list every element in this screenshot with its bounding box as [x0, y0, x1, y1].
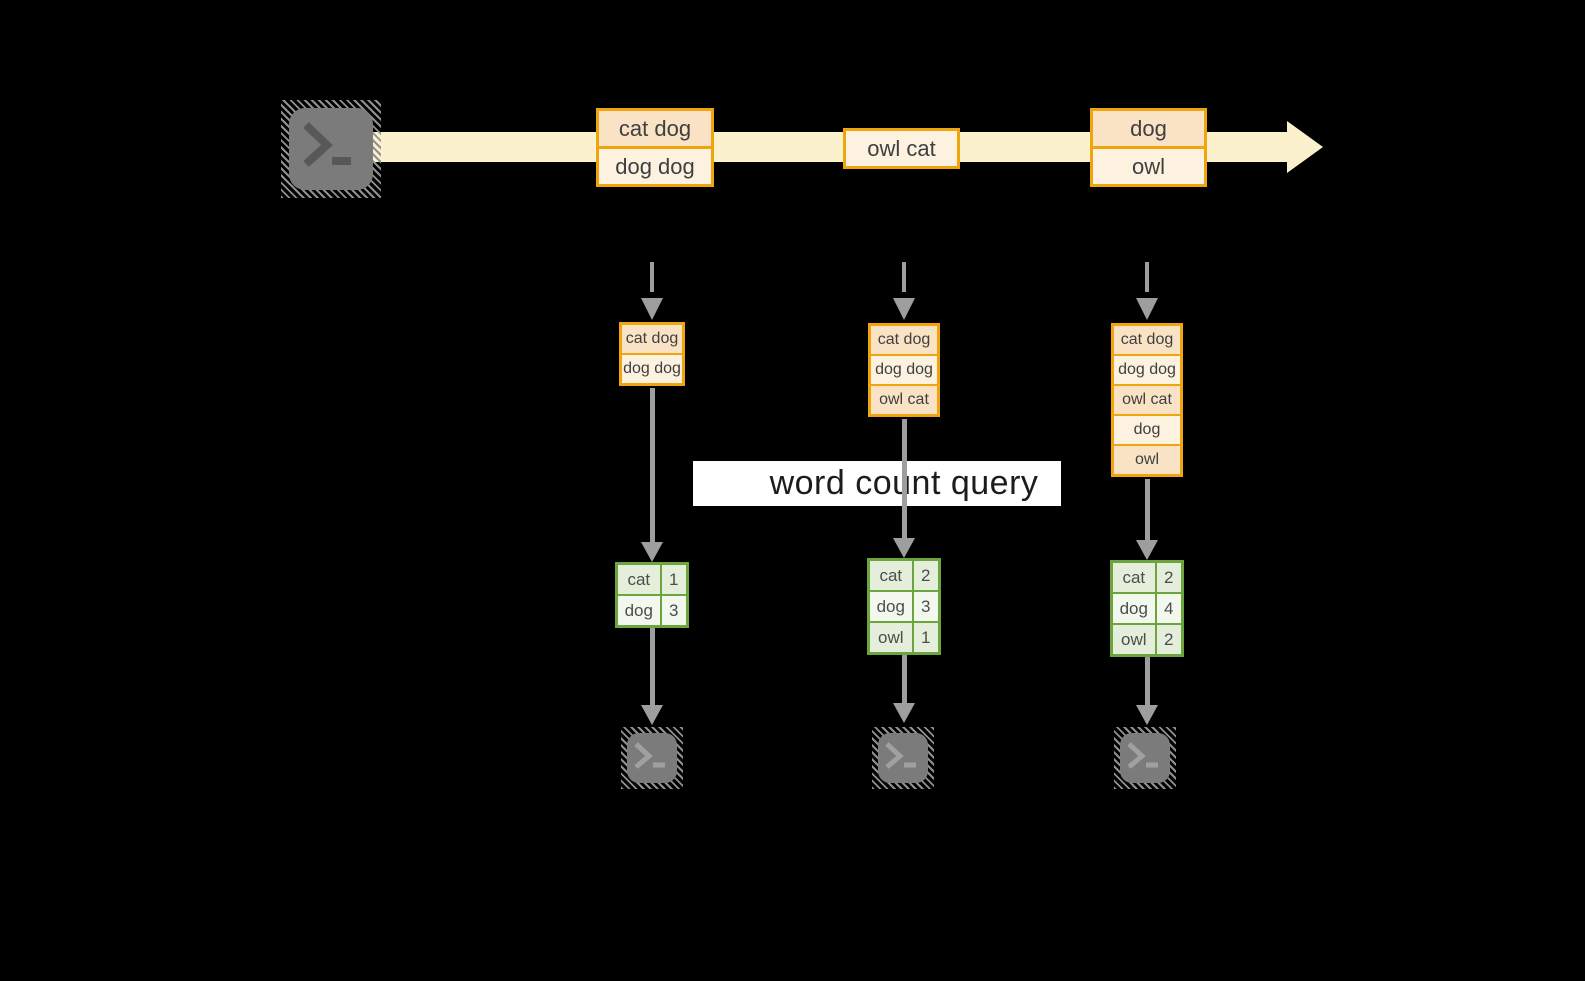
dashed-arrow-3	[1145, 262, 1149, 292]
wordcount-table-1: cat 1 dog 3	[615, 562, 689, 628]
terminal-prompt-glyph	[885, 742, 916, 769]
output-arrowhead-1-icon	[641, 705, 663, 725]
count-cell: 3	[913, 592, 938, 621]
state-record: cat dog	[1114, 326, 1180, 354]
count-cell: 2	[1156, 625, 1181, 654]
word-cell: dog	[618, 596, 662, 625]
table-row: dog 3	[870, 590, 938, 621]
table-row: cat 1	[618, 565, 686, 594]
state-record: dog dog	[871, 354, 937, 384]
stream-event-box-1: cat dog dog dog	[596, 108, 714, 187]
stream-event-box-2: owl cat	[843, 128, 960, 169]
output-arrowhead-3-icon	[1136, 705, 1158, 725]
flow-arrow-1	[650, 388, 655, 542]
count-cell: 4	[1156, 594, 1181, 623]
table-row: dog 4	[1113, 592, 1181, 623]
terminal-screen	[627, 733, 677, 783]
table-row: cat 2	[870, 561, 938, 590]
word-cell: owl	[1113, 625, 1157, 654]
flow-arrowhead-2-icon	[893, 538, 915, 558]
event-record: owl cat	[846, 131, 957, 166]
terminal-prompt-glyph	[303, 122, 351, 167]
dashed-arrowhead-1-icon	[641, 298, 663, 320]
stream-timeline-arrowhead-icon	[1287, 121, 1323, 173]
count-cell: 3	[661, 596, 686, 625]
word-cell: cat	[618, 565, 662, 594]
event-record: dog	[1093, 111, 1204, 146]
consumer-terminal-icon-3	[1114, 727, 1176, 789]
state-record: owl	[1114, 444, 1180, 474]
state-record: cat dog	[871, 326, 937, 354]
word-cell: dog	[870, 592, 914, 621]
flow-arrow-2	[902, 419, 907, 538]
output-arrow-2	[902, 655, 907, 703]
event-record: cat dog	[599, 111, 711, 146]
state-record: cat dog	[622, 325, 682, 353]
dashed-arrow-1	[650, 262, 654, 292]
word-cell: owl	[870, 623, 914, 652]
consumer-terminal-icon-2	[872, 727, 934, 789]
terminal-prompt-glyph	[1127, 742, 1158, 769]
wordcount-table-3: cat 2 dog 4 owl 2	[1110, 560, 1184, 657]
state-box-3: cat dog dog dog owl cat dog owl	[1111, 323, 1183, 477]
terminal-screen	[1120, 733, 1170, 783]
state-box-2: cat dog dog dog owl cat	[868, 323, 940, 417]
terminal-screen	[289, 108, 373, 190]
count-cell: 2	[913, 561, 938, 590]
dashed-arrowhead-2-icon	[893, 298, 915, 320]
terminal-prompt-glyph	[634, 742, 665, 769]
state-box-1: cat dog dog dog	[619, 322, 685, 386]
consumer-terminal-icon-1	[621, 727, 683, 789]
stream-event-box-3: dog owl	[1090, 108, 1207, 187]
table-row: cat 2	[1113, 563, 1181, 592]
word-cell: dog	[1113, 594, 1157, 623]
state-record: dog dog	[622, 353, 682, 383]
state-record: dog	[1114, 414, 1180, 444]
terminal-screen	[878, 733, 928, 783]
state-record: owl cat	[1114, 384, 1180, 414]
dashed-arrow-2	[902, 262, 906, 292]
table-row: owl 2	[1113, 623, 1181, 654]
flow-arrowhead-3-icon	[1136, 540, 1158, 560]
count-cell: 1	[661, 565, 686, 594]
output-arrowhead-2-icon	[893, 703, 915, 723]
output-arrow-3	[1145, 657, 1150, 705]
query-label-band	[693, 461, 1061, 506]
table-row: dog 3	[618, 594, 686, 625]
state-record: owl cat	[871, 384, 937, 414]
flow-arrowhead-1-icon	[641, 542, 663, 562]
producer-terminal-icon	[281, 100, 381, 198]
event-record: owl	[1093, 146, 1204, 184]
wordcount-table-2: cat 2 dog 3 owl 1	[867, 558, 941, 655]
flow-arrow-3	[1145, 479, 1150, 540]
dashed-arrowhead-3-icon	[1136, 298, 1158, 320]
event-record: dog dog	[599, 146, 711, 184]
word-cell: cat	[1113, 563, 1157, 592]
word-cell: cat	[870, 561, 914, 590]
state-record: dog dog	[1114, 354, 1180, 384]
count-cell: 1	[913, 623, 938, 652]
output-arrow-1	[650, 628, 655, 705]
table-row: owl 1	[870, 621, 938, 652]
count-cell: 2	[1156, 563, 1181, 592]
